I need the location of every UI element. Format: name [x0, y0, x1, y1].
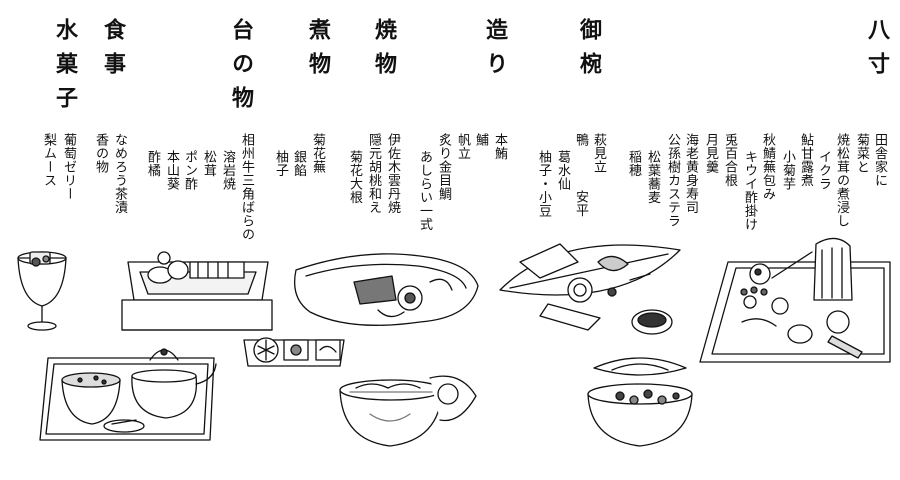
soy-sauce-dish-illustration — [632, 310, 672, 334]
course-heading-tsukuri: 造り — [482, 18, 508, 86]
menu-item: 安平 — [573, 190, 588, 217]
menu-item: 帆立 — [455, 133, 470, 160]
course-heading-dainomono: 台の物 — [228, 18, 254, 120]
menu-item: 鯆 — [473, 133, 488, 147]
condiment-dishes-illustration — [244, 338, 344, 366]
course-heading-yakimono: 焼物 — [371, 18, 397, 86]
menu-item: イクラ — [816, 150, 831, 191]
course-heading-owan: 御椀 — [576, 18, 602, 86]
lava-stone-grill-illustration — [122, 252, 272, 330]
menu-item: 本鮪 — [492, 133, 507, 160]
menu-item: 松茸 — [201, 150, 216, 177]
jelly-glass-illustration — [18, 252, 66, 330]
menu-item: キウイ酢掛け — [742, 150, 757, 231]
menu-item: 菊菜と — [854, 133, 869, 174]
menu-item: 小菊芋 — [780, 150, 795, 191]
menu-item: 相州牛三角ばらの — [239, 133, 254, 241]
hassun-tray-illustration — [700, 238, 890, 362]
menu-item: 溶岩焼 — [220, 150, 235, 191]
menu-item: 梨ムース — [41, 133, 56, 187]
menu-item: 菊花大根 — [347, 150, 362, 204]
menu-item: 香の物 — [93, 133, 108, 174]
menu-item: 炙り金目鯛 — [436, 133, 451, 201]
menu-item: 酢橘 — [145, 150, 160, 177]
menu-item: 本山葵 — [164, 150, 179, 191]
menu-item: 稲穂 — [626, 150, 641, 177]
grilled-fish-dish-illustration — [295, 254, 478, 325]
menu-item: 葡萄ゼリー — [61, 133, 76, 201]
menu-item: 葛水仙 — [555, 150, 570, 191]
menu-item: あしらい一式 — [417, 150, 432, 231]
menu-item: 萩見立 — [591, 133, 606, 174]
menu-item: 兎百合根 — [722, 133, 737, 187]
sashimi-leaf-illustration — [500, 244, 680, 330]
menu-item: 焼松茸の煮浸し — [834, 133, 849, 228]
menu-item: 海老黄身寿司 — [683, 133, 698, 214]
menu-item: ポン酢 — [182, 150, 197, 191]
nimono-bowl-illustration — [340, 376, 476, 446]
course-heading-shokuji: 食事 — [100, 18, 126, 86]
chazuke-tray-illustration — [40, 349, 216, 440]
menu-item: 柚子 — [273, 150, 288, 177]
menu-item: 鴨 — [573, 133, 588, 147]
menu-item: 菊花蕪 — [310, 133, 325, 174]
menu-item: 田舎家に — [872, 133, 887, 187]
menu-item: 伊佐木雲丹焼 — [385, 133, 400, 214]
menu-item: なめろう茶漬 — [112, 133, 127, 214]
menu-item: 隠元胡桃和え — [366, 133, 381, 214]
menu-item: 鮎甘露煮 — [798, 133, 813, 187]
menu-item: 公孫樹カステラ — [665, 133, 680, 228]
course-heading-hassun: 八寸 — [864, 18, 890, 86]
menu-item: 柚子・小豆 — [536, 150, 551, 218]
menu-item: 秋鯖蕪包み — [760, 133, 775, 201]
course-heading-mizugashi: 水菓子 — [52, 18, 78, 120]
course-heading-nimono: 煮物 — [305, 18, 331, 86]
owan-bowl-illustration — [588, 358, 692, 446]
menu-item: 月見羹 — [703, 133, 718, 174]
menu-item: 銀餡 — [291, 150, 306, 177]
menu-item: 松葉蕎麦 — [645, 150, 660, 204]
